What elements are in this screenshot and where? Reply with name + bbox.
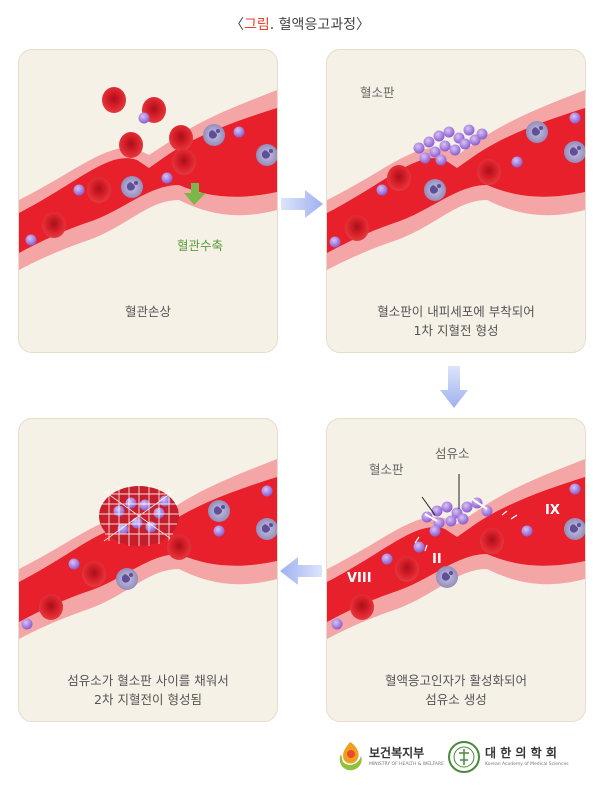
caption-line: 섬유소가 혈소판 사이를 채워서 xyxy=(67,673,229,688)
mohw-subtitle: MINISTRY OF HEALTH & WELFARE xyxy=(369,762,444,767)
kams-name: 대 한 의 학 회 xyxy=(485,746,557,760)
mohw-emblem-icon xyxy=(339,742,362,771)
vessel-injury-illustration xyxy=(19,87,277,270)
fibrin-clot xyxy=(99,485,179,546)
primary-plug-illustration xyxy=(327,90,585,270)
mohw-logo: 보건복지부 MINISTRY OF HEALTH & WELFARE xyxy=(335,738,445,778)
kams-logo: 대 한 의 학 회 Korean Academy of Medical Scie… xyxy=(447,738,587,778)
mohw-name: 보건복지부 xyxy=(369,746,425,760)
label-platelet: 혈소판 xyxy=(369,462,404,477)
panel-vessel-injury: 혈관수축 혈관손상 xyxy=(18,49,278,353)
figure-title: 〈그림. 혈액응고과정〉 xyxy=(0,14,600,34)
caption-panel-1: 혈관손상 xyxy=(19,302,277,321)
caption-panel-4: 섬유소가 혈소판 사이를 채워서 2차 지혈전이 형성됨 xyxy=(19,671,277,709)
caption-line: 혈관손상 xyxy=(124,304,171,319)
kams-subtitle: Korean Academy of Medical Sciences xyxy=(485,762,569,767)
caption-line: 1차 지혈전 형성 xyxy=(413,323,499,338)
caption-panel-3: 혈액응고인자가 활성화되어 섬유소 생성 xyxy=(327,671,585,709)
caption-line: 혈소판이 내피세포에 부착되어 xyxy=(377,304,535,319)
arrow-down-icon xyxy=(440,366,468,408)
label-vessel-contraction: 혈관수축 xyxy=(177,238,224,253)
contraction-arrow-icon xyxy=(184,183,206,205)
arrow-left-icon xyxy=(280,557,322,585)
label-fibrin: 섬유소 xyxy=(435,446,470,461)
coagulation-illustration xyxy=(327,459,585,639)
panel-primary-plug: 혈소판 혈소판이 내피세포에 부착되어 1차 지혈전 형성 xyxy=(326,49,586,353)
caption-line: 2차 지혈전이 형성됨 xyxy=(94,692,202,707)
label-factor-ix: IX xyxy=(545,503,560,518)
caption-line: 혈액응고인자가 활성화되어 xyxy=(385,673,527,688)
secondary-plug-illustration xyxy=(19,459,277,639)
panel-coagulation-factors: 혈소판 섬유소 VIII II IX 혈액응고인자가 활성화되어 섬유소 생성 xyxy=(326,418,586,722)
label-factor-viii: VIII xyxy=(347,571,372,586)
label-platelet: 혈소판 xyxy=(360,85,395,100)
kams-seal-icon xyxy=(448,741,480,773)
title-open: 〈 xyxy=(230,17,245,33)
caption-panel-2: 혈소판이 내피세포에 부착되어 1차 지혈전 형성 xyxy=(327,302,585,340)
arrow-right-icon xyxy=(281,190,323,218)
caption-line: 섬유소 생성 xyxy=(425,692,487,707)
panel-secondary-plug: 섬유소가 혈소판 사이를 채워서 2차 지혈전이 형성됨 xyxy=(18,418,278,722)
title-rest: . 혈액응고과정〉 xyxy=(269,17,370,33)
label-factor-ii: II xyxy=(432,552,442,567)
title-highlight: 그림 xyxy=(244,17,270,33)
